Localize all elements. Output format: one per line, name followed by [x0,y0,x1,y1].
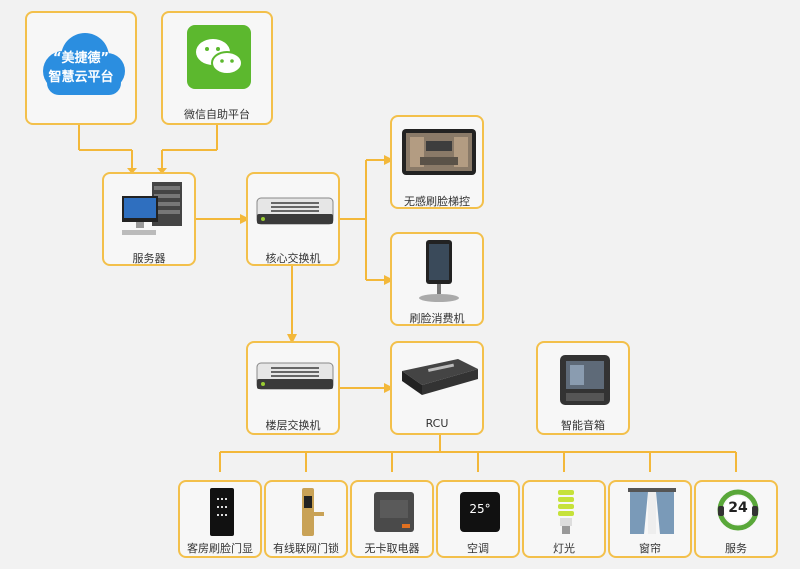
arrow-core [240,214,250,224]
arrow-payment [384,275,394,285]
arrow-rcu [384,383,394,393]
face-payment-device-icon [419,240,459,302]
device-label: 灯光 [553,542,575,555]
wechat-platform-node[interactable]: 微信自助平台 [161,11,273,125]
face-elevator-label: 无感刷脸梯控 [404,195,470,208]
cloud-icon [43,33,125,95]
arrow-floor [287,334,297,344]
device-door-lock-node[interactable]: 有线联网门锁 [264,480,348,558]
floor-switch-label: 楼层交换机 [265,419,321,432]
face-elevator-node[interactable]: 无感刷脸梯控 [390,115,484,209]
cloud-platform-title: “美捷德” 智慧云平台 [27,49,135,87]
arrow-server-r [157,168,167,174]
ac-thermostat-icon [460,492,500,532]
core-switch-node[interactable]: 核心交换机 [246,172,340,266]
light-bulb-icon [558,490,574,534]
device-label: 服务 [725,542,747,555]
device-service-node[interactable]: 24 服务 [694,480,778,558]
device-door-display-node[interactable]: 客房刷脸门显 [178,480,262,558]
smart-speaker-icon [560,355,610,405]
cloud-title-line2: 智慧云平台 [48,70,114,85]
server-icon [122,182,182,235]
server-label: 服务器 [132,252,166,265]
device-light-node[interactable]: 灯光 [522,480,606,558]
face-payment-node[interactable]: 刷脸消费机 [390,232,484,326]
arrow-server-l [127,168,137,174]
face-payment-label: 刷脸消费机 [409,312,465,325]
wechat-icon [187,25,251,89]
ac-temperature: 25° [469,502,491,516]
switch-icon [256,362,334,390]
arrow-elevator [384,155,394,165]
device-power-node[interactable]: 无卡取电器 [350,480,434,558]
device-label: 无卡取电器 [364,542,420,555]
rcu-node[interactable]: RCU [390,341,484,435]
switch-icon [256,197,334,225]
service-24h-icon [717,489,759,531]
device-ac-node[interactable]: 25° 空调 [436,480,520,558]
rcu-controller-icon [402,359,478,395]
floor-switch-node[interactable]: 楼层交换机 [246,341,340,435]
door-lock-icon [302,488,324,536]
curtain-icon [628,488,676,534]
core-switch-label: 核心交换机 [265,252,321,265]
device-label: 客房刷脸门显 [187,542,253,555]
door-display-icon [210,488,234,536]
device-label: 空调 [467,542,489,555]
server-node[interactable]: 服务器 [102,172,196,266]
smart-speaker-label: 智能音箱 [561,419,605,432]
wechat-platform-label: 微信自助平台 [184,108,250,121]
cloud-title-line1: “美捷德” [52,51,110,66]
device-label: 有线联网门锁 [273,542,339,555]
rcu-label: RCU [425,417,449,430]
service-24-badge: 24 [728,500,748,516]
card-power-switch-icon [374,492,414,532]
device-label: 窗帘 [639,542,661,555]
cloud-platform-node[interactable]: “美捷德” 智慧云平台 [25,11,137,125]
device-curtain-node[interactable]: 窗帘 [608,480,692,558]
smart-speaker-node[interactable]: 智能音箱 [536,341,630,435]
tablet-icon [402,129,476,175]
